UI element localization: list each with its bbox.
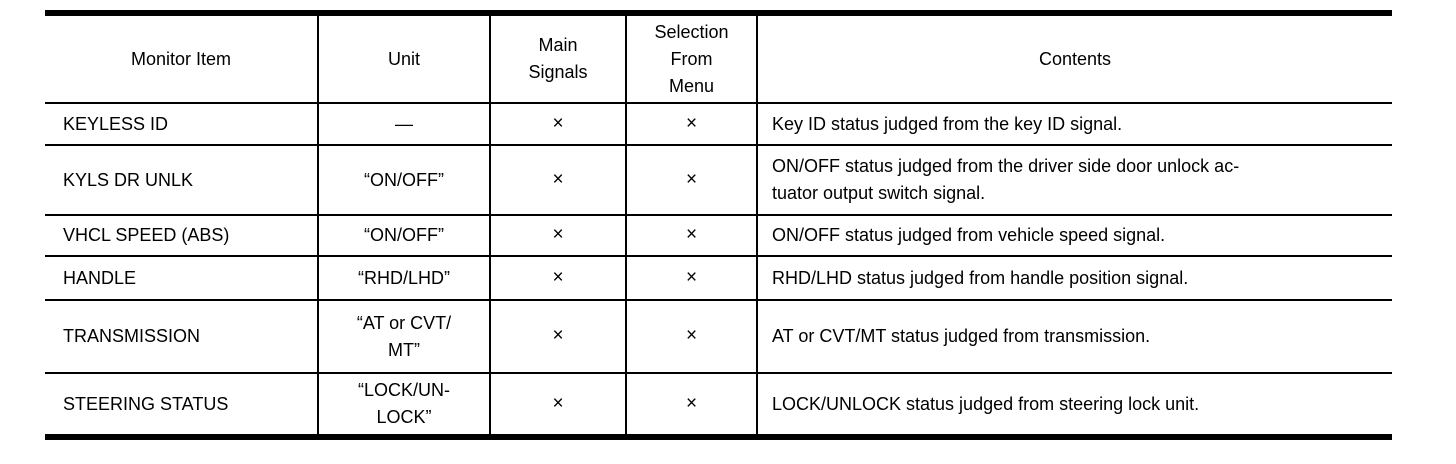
cell-main-signals: × — [490, 373, 627, 437]
cell-monitor-item: STEERING STATUS — [45, 373, 319, 437]
cell-main-signals: × — [490, 103, 627, 146]
cell-main-signals: × — [490, 215, 627, 257]
table-row: VHCL SPEED (ABS) “ON/OFF” × × ON/OFF sta… — [45, 215, 1392, 257]
cell-monitor-item: KYLS DR UNLK — [45, 145, 319, 216]
cell-main-signals: × — [490, 145, 627, 216]
cell-contents: AT or CVT/MT status judged from transmis… — [757, 300, 1392, 374]
cell-selection-from-menu: × — [626, 103, 758, 146]
cell-unit: “ON/OFF” — [318, 215, 491, 257]
col-header-unit: Unit — [318, 13, 491, 104]
cell-contents: RHD/LHD status judged from handle positi… — [757, 256, 1392, 301]
cell-selection-from-menu: × — [626, 300, 758, 374]
cell-contents: ON/OFF status judged from the driver sid… — [757, 145, 1392, 216]
col-header-contents: Contents — [757, 13, 1392, 104]
header-row: Monitor Item Unit Main Signals Selection… — [45, 13, 1392, 104]
cell-selection-from-menu: × — [626, 256, 758, 301]
cell-monitor-item: TRANSMISSION — [45, 300, 319, 374]
cell-unit: “RHD/LHD” — [318, 256, 491, 301]
cell-selection-from-menu: × — [626, 373, 758, 437]
col-header-main-signals: Main Signals — [490, 13, 627, 104]
cell-unit: “AT or CVT/ MT” — [318, 300, 491, 374]
cell-selection-from-menu: × — [626, 145, 758, 216]
table-row: KYLS DR UNLK “ON/OFF” × × ON/OFF status … — [45, 145, 1392, 216]
cell-main-signals: × — [490, 300, 627, 374]
table-row: STEERING STATUS “LOCK/UN- LOCK” × × LOCK… — [45, 373, 1392, 437]
col-header-monitor-item: Monitor Item — [45, 13, 319, 104]
cell-contents: Key ID status judged from the key ID sig… — [757, 103, 1392, 146]
table-row: TRANSMISSION “AT or CVT/ MT” × × AT or C… — [45, 300, 1392, 374]
table-row: KEYLESS ID — × × Key ID status judged fr… — [45, 103, 1392, 146]
cell-selection-from-menu: × — [626, 215, 758, 257]
col-header-selection-from-menu: Selection From Menu — [626, 13, 758, 104]
table-row: HANDLE “RHD/LHD” × × RHD/LHD status judg… — [45, 256, 1392, 301]
cell-main-signals: × — [490, 256, 627, 301]
monitor-item-table: Monitor Item Unit Main Signals Selection… — [45, 10, 1392, 440]
cell-unit: “ON/OFF” — [318, 145, 491, 216]
cell-monitor-item: KEYLESS ID — [45, 103, 319, 146]
cell-unit: “LOCK/UN- LOCK” — [318, 373, 491, 437]
cell-unit: — — [318, 103, 491, 146]
cell-monitor-item: VHCL SPEED (ABS) — [45, 215, 319, 257]
cell-monitor-item: HANDLE — [45, 256, 319, 301]
cell-contents: ON/OFF status judged from vehicle speed … — [757, 215, 1392, 257]
cell-contents: LOCK/UNLOCK status judged from steering … — [772, 393, 1200, 414]
